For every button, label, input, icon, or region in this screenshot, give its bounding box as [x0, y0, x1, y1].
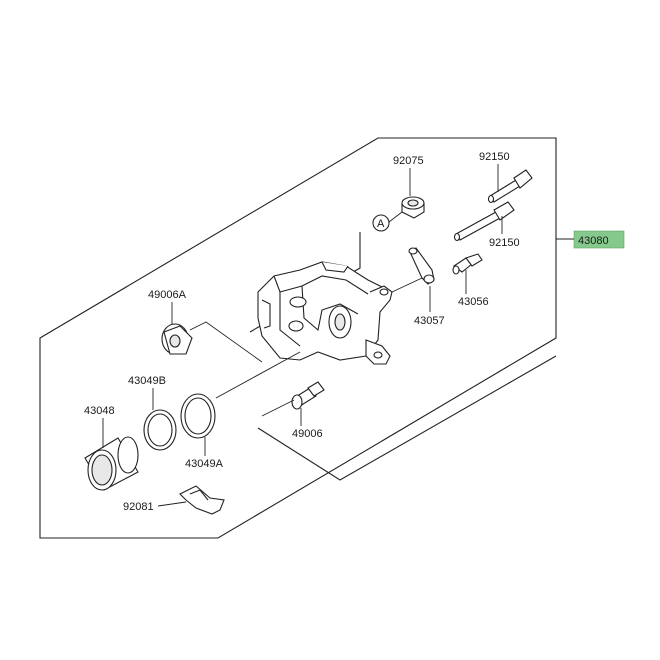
label-43049b: 43049B [128, 375, 166, 387]
label-92150-lower: 92150 [489, 237, 520, 249]
part-49006-bolt [291, 381, 325, 410]
label-92075: 92075 [393, 155, 424, 167]
leader-92081 [157, 501, 187, 507]
leader-43057-body [391, 277, 423, 293]
assembly-number-highlight [573, 230, 625, 249]
part-43057-bracket [408, 247, 435, 285]
part-92075-seal [401, 196, 425, 219]
label-49006: 49006 [292, 428, 323, 440]
part-92081-clip [179, 485, 225, 515]
label-43057: 43057 [414, 315, 445, 327]
part-43056-bleeder [452, 253, 483, 275]
part-43049b-ring [143, 409, 177, 451]
part-92150-pin-lower [453, 201, 515, 242]
label-92081: 92081 [123, 501, 154, 513]
subframe-line-bottom [257, 355, 557, 481]
label-49006a: 49006A [148, 289, 187, 301]
reference-a-circle [372, 214, 390, 232]
label-43048: 43048 [84, 405, 115, 417]
leader-a [388, 211, 403, 223]
caliper-body [257, 261, 393, 365]
label-a: A [377, 218, 385, 230]
part-43049a-ring [180, 393, 216, 439]
label-43080: 43080 [578, 235, 609, 247]
leader-49006-to-body [261, 399, 295, 417]
leader-ring-to-body [215, 351, 301, 399]
label-92150-upper: 92150 [479, 151, 510, 163]
label-43049a: 43049A [185, 458, 224, 470]
assembly-frame [39, 137, 557, 539]
part-49006a-seal [161, 323, 193, 355]
leader-49006a-to-body [189, 321, 263, 363]
part-43048-piston [84, 436, 139, 491]
label-43056: 43056 [458, 296, 489, 308]
part-92150-pin-upper [487, 169, 533, 204]
